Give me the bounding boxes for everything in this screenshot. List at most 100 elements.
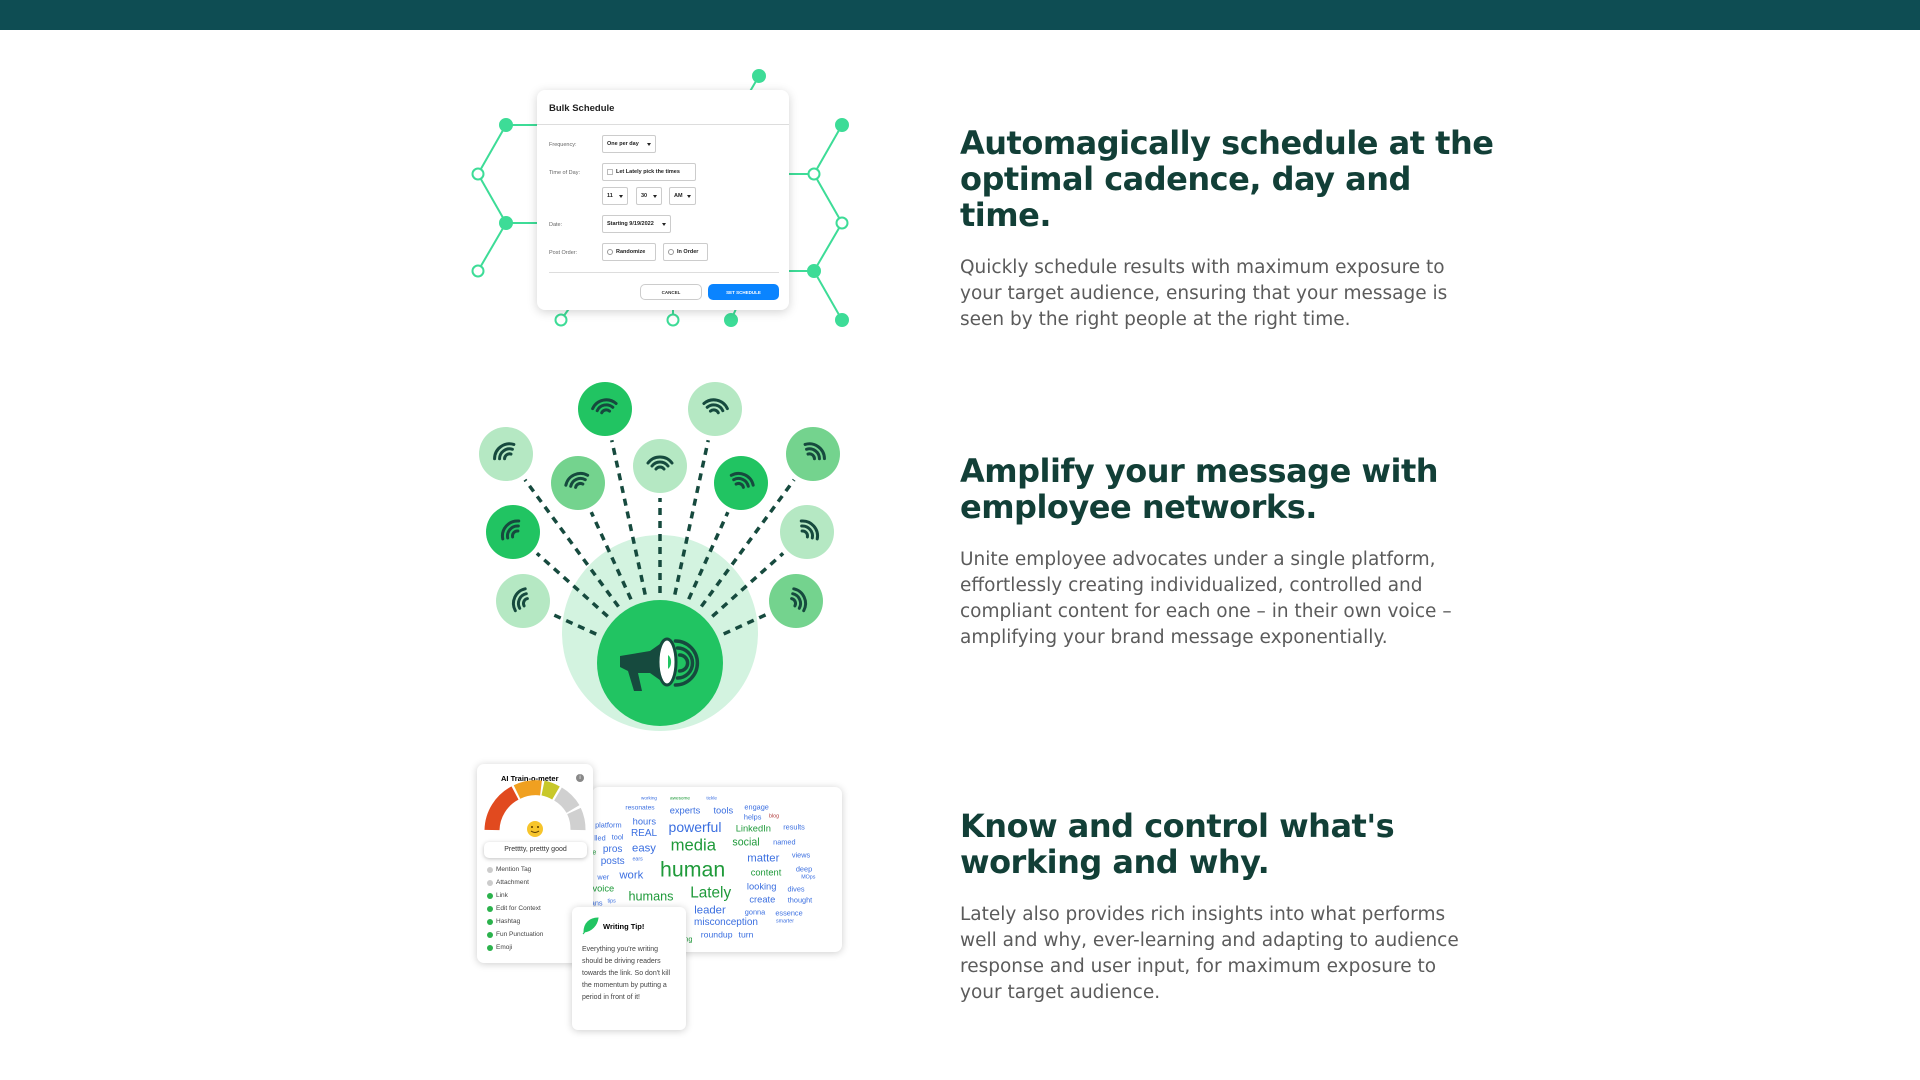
dashed-connector	[722, 612, 768, 636]
signal-arc	[800, 524, 815, 540]
signal-arc	[732, 476, 750, 488]
section-body: Unite employee advocates under a single …	[960, 549, 1452, 648]
megaphone-body	[620, 639, 667, 691]
date-select[interactable]: Starting 9/19/2022	[602, 215, 671, 233]
divider	[537, 124, 789, 125]
feather-icon	[582, 917, 599, 935]
word-cloud-word: roundup	[700, 929, 733, 940]
signal-arc	[791, 592, 803, 610]
sound-wave	[675, 646, 695, 680]
word-cloud-word: voice	[592, 883, 615, 894]
writing-tip-card: Writing Tip! Everything you're writing s…	[572, 907, 686, 1030]
word-cloud-word: posts	[600, 856, 625, 867]
signal-arc	[734, 482, 745, 489]
word-cloud-word: working	[640, 795, 658, 801]
network-node	[471, 264, 485, 278]
network-edge	[813, 124, 843, 175]
signal-arc	[803, 442, 826, 461]
dashed-connector	[523, 478, 620, 608]
minute-value: 30	[641, 193, 648, 199]
network-node	[554, 313, 568, 327]
sound-wave	[677, 653, 690, 673]
signal-arc	[516, 592, 528, 610]
hour-select[interactable]: 11	[602, 187, 628, 205]
top-banner	[0, 0, 1920, 30]
network-node	[835, 216, 849, 230]
section-insights: Know and control what's working and why.…	[960, 808, 1500, 1006]
network-edge	[813, 222, 843, 272]
checklist-label: Mention Tag	[496, 866, 532, 873]
signal-arc	[650, 460, 670, 468]
caret-down-icon	[647, 142, 651, 146]
word-cloud-word: essence	[775, 908, 803, 918]
checklist-label: Attachment	[496, 879, 529, 886]
smiley-icon	[527, 821, 543, 837]
signal-arc	[729, 472, 755, 487]
signal-icon	[790, 587, 807, 613]
time-of-day-label: Time of Day:	[549, 170, 580, 176]
signal-arc	[564, 472, 590, 487]
signal-arc	[654, 465, 666, 471]
network-node	[752, 69, 766, 83]
signal-icon	[564, 472, 590, 489]
word-cloud-word: human	[660, 857, 726, 882]
randomize-label: Randomize	[616, 249, 646, 255]
frequency-label: Frequency:	[549, 142, 577, 148]
auto-pick-checkbox[interactable]: Let Lately pick the times	[602, 163, 696, 181]
word-cloud-word: social	[732, 836, 760, 849]
in-order-radio[interactable]: In Order	[663, 243, 708, 261]
word-cloud-word: blog	[768, 812, 780, 819]
word-cloud-word: named	[773, 836, 796, 846]
caret-down-icon	[662, 222, 666, 226]
signal-arc	[511, 529, 520, 539]
checklist-item: Mention Tag	[487, 866, 531, 873]
signal-arc	[799, 519, 820, 541]
minute-select[interactable]: 30	[636, 187, 662, 205]
cancel-button[interactable]: CANCEL	[640, 284, 702, 300]
signal-icon	[729, 472, 755, 489]
set-schedule-button[interactable]: SET SCHEDULE	[708, 284, 779, 300]
checkbox[interactable]	[607, 169, 613, 175]
network-node	[807, 264, 821, 278]
section-body: Quickly schedule results with maximum ex…	[960, 257, 1448, 330]
network-edge	[477, 222, 507, 272]
dashed-connector	[551, 612, 597, 636]
checklist-label: Edit for Context	[496, 905, 541, 912]
word-cloud-word: deep	[795, 864, 813, 874]
section-heading: Know and control what's working and why.	[960, 807, 1395, 881]
checklist-label: Fun Punctuation	[496, 931, 544, 938]
megaphone-bell	[656, 637, 678, 687]
network-node	[835, 313, 849, 327]
dashed-connector	[535, 551, 609, 618]
signal-icon	[702, 398, 729, 415]
network-node	[666, 313, 680, 327]
checklist-label: Emoji	[496, 944, 513, 951]
word-cloud-word: lled	[594, 832, 606, 842]
word-cloud-word: matter	[747, 851, 780, 864]
network-node	[499, 118, 513, 132]
radio[interactable]	[668, 249, 674, 255]
word-cloud-word: smarter	[775, 918, 795, 925]
section-body: Lately also provides rich insights into …	[960, 904, 1459, 1003]
bulk-schedule-dialog: Bulk Schedule Frequency: One per day Tim…	[537, 90, 789, 310]
word-cloud-word: content	[750, 866, 782, 877]
check-circle-icon	[487, 944, 493, 951]
caret-down-icon	[687, 194, 691, 198]
ampm-select[interactable]: AM	[669, 187, 696, 205]
dashed-connector	[687, 511, 730, 600]
signal-icon	[512, 587, 529, 613]
checklist-item: Link	[487, 892, 508, 899]
checklist-item: Fun Punctuation	[487, 931, 543, 938]
signal-arc	[500, 519, 521, 541]
check-circle-icon	[487, 892, 493, 899]
info-icon[interactable]: i	[576, 774, 584, 782]
dashed-connector	[673, 439, 710, 595]
randomize-radio[interactable]: Randomize	[602, 243, 656, 261]
word-cloud-word: LinkedIn	[735, 823, 771, 834]
word-cloud-word: e	[592, 846, 597, 856]
frequency-select[interactable]: One per day	[602, 135, 656, 153]
word-cloud-word: Lately	[690, 884, 732, 902]
gauge	[484, 780, 586, 837]
radio[interactable]	[607, 249, 613, 255]
signal-arc	[790, 597, 797, 608]
